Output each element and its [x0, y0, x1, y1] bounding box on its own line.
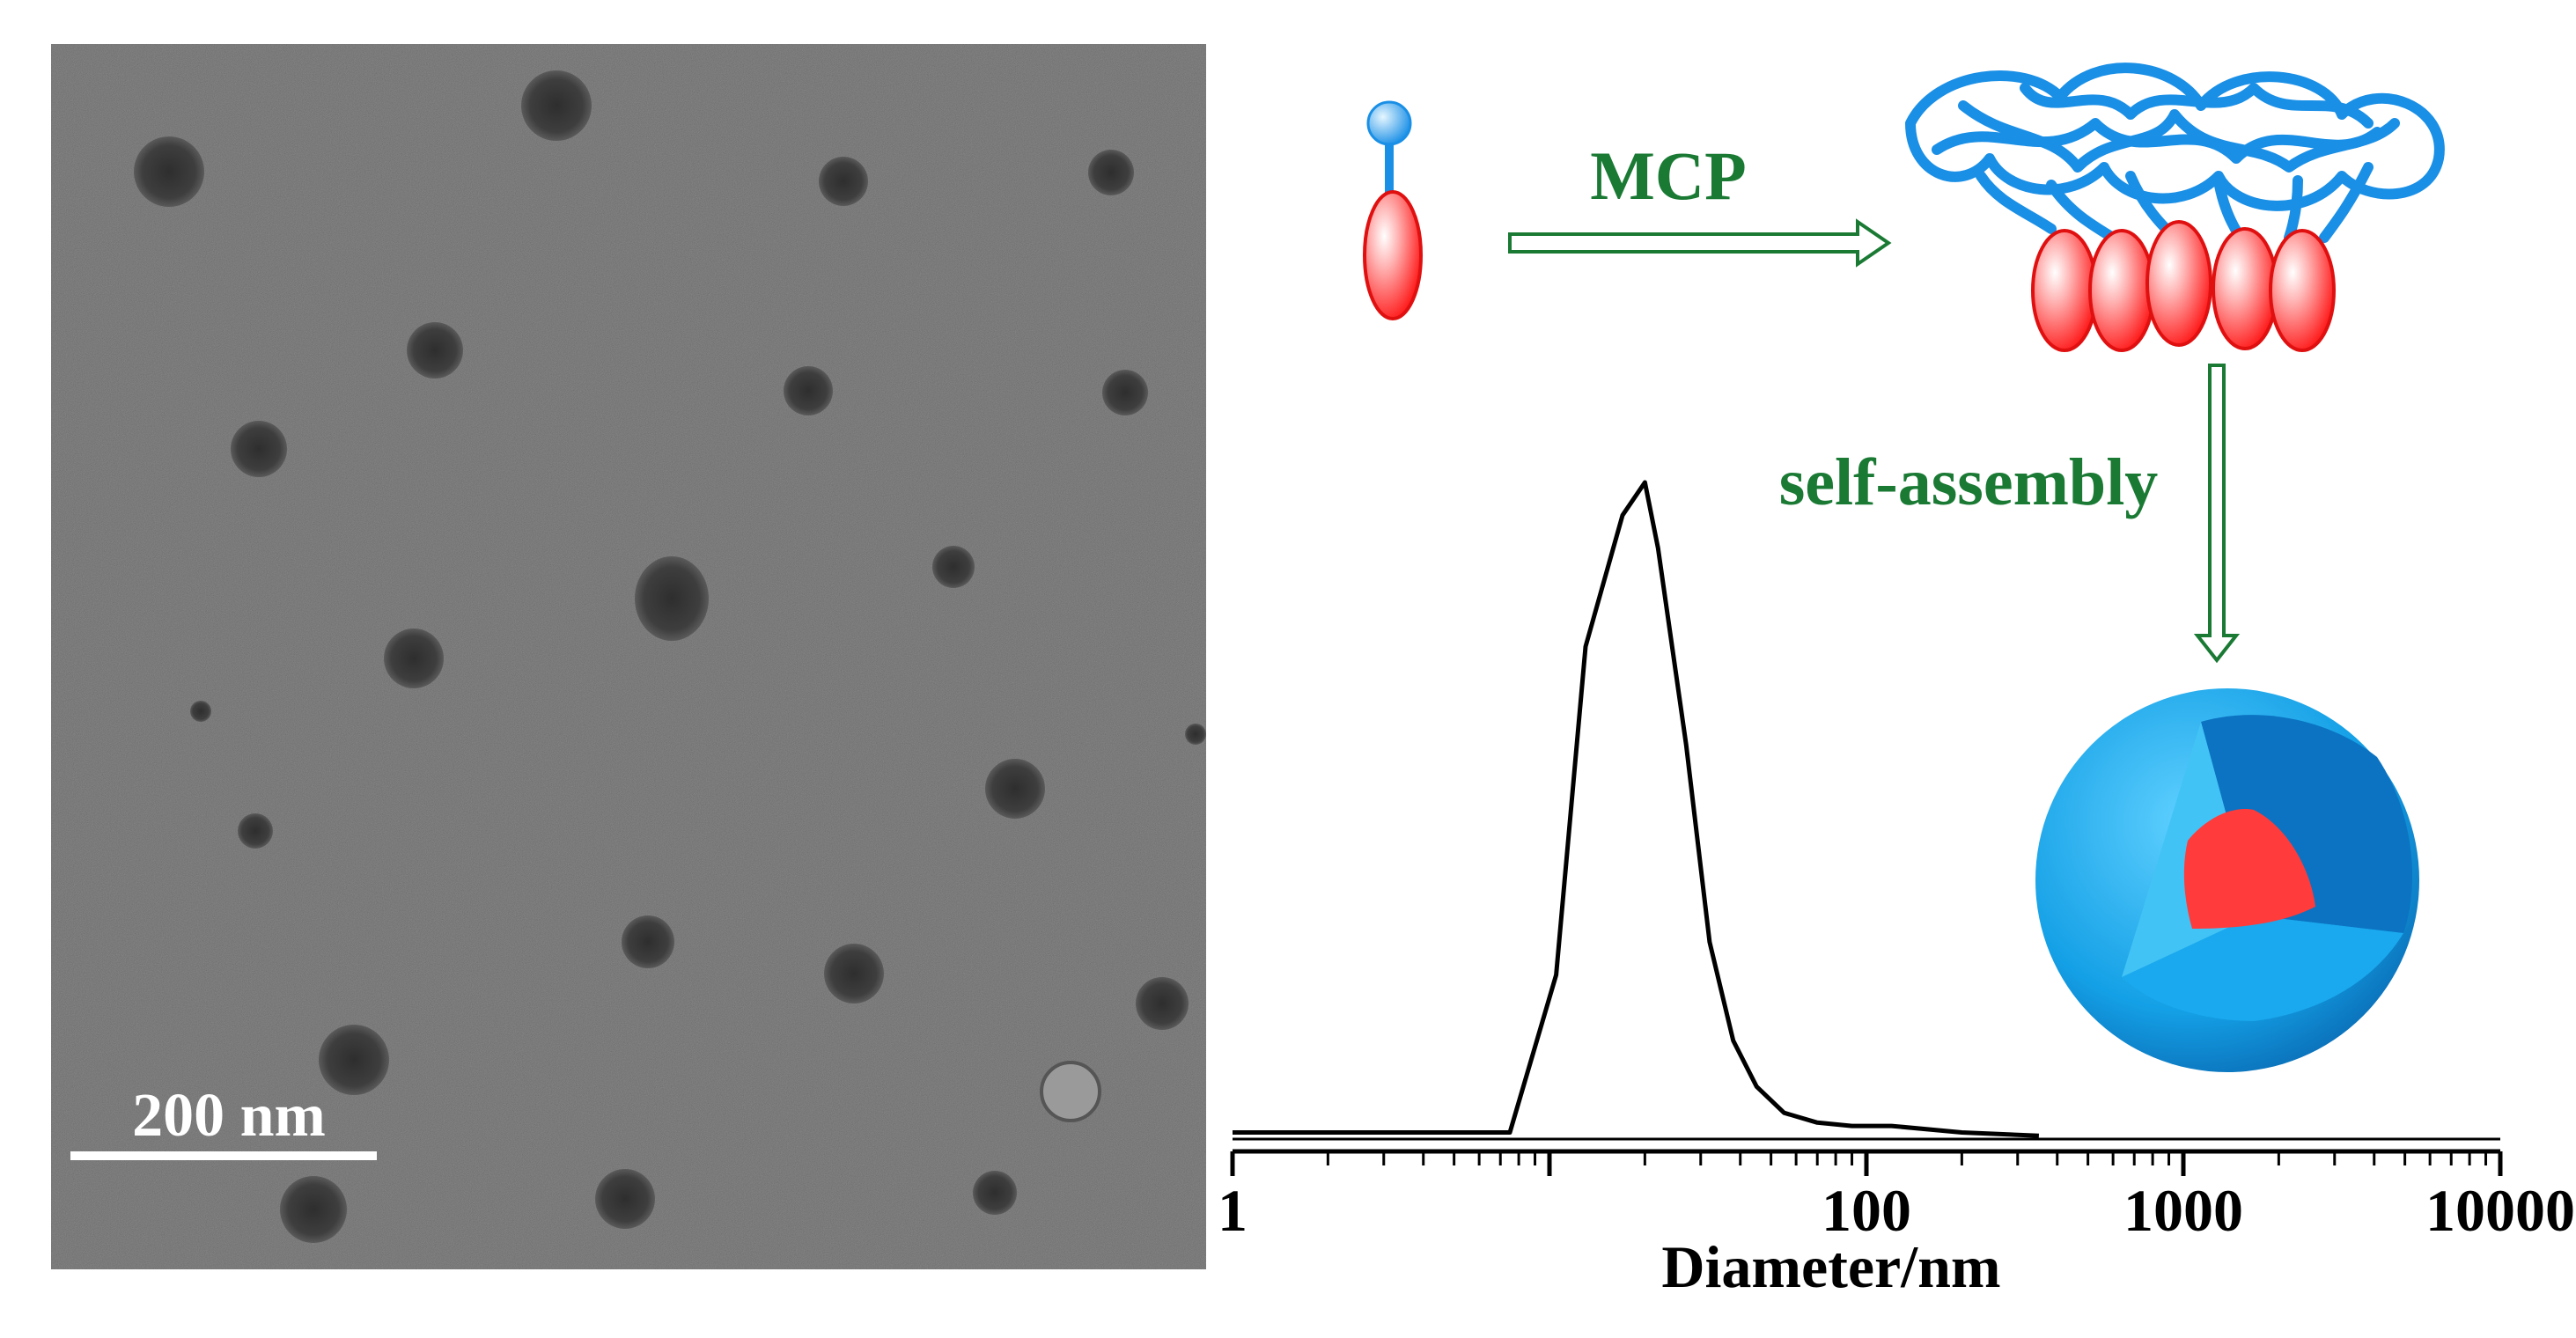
- tem-vesicle-outline: [1040, 1061, 1101, 1122]
- tem-particle: [407, 322, 463, 379]
- scale-bar: 200 nm: [70, 1082, 377, 1160]
- tem-image-panel: 200 nm: [51, 44, 1206, 1269]
- tem-particles: [134, 70, 1206, 1243]
- tem-particle: [1088, 150, 1134, 195]
- tem-particle: [280, 1176, 347, 1243]
- tem-particle: [238, 813, 273, 849]
- size-distribution-line: [1233, 480, 2040, 1138]
- monomer-head: [1366, 100, 1412, 146]
- tem-particle: [932, 546, 975, 588]
- tem-particle: [1102, 370, 1148, 415]
- x-tick-label: 100: [1822, 1177, 1911, 1244]
- tem-particle: [190, 701, 211, 722]
- micelle-cutaway-floor: [2122, 915, 2403, 1021]
- x-ticks: [1230, 1151, 2503, 1176]
- mcp-label: MCP: [1590, 137, 1747, 214]
- tem-particle: [973, 1171, 1017, 1215]
- tem-particle: [622, 915, 674, 968]
- tem-particle: [824, 944, 884, 1004]
- tem-particle: [985, 759, 1045, 819]
- tem-particle: [319, 1025, 389, 1095]
- monomer-tail: [1363, 190, 1423, 320]
- micelle-core: [2183, 809, 2315, 929]
- self-assembly-label: self-assembly: [1779, 445, 2159, 519]
- x-axis-label: Diameter/nm: [1661, 1233, 2000, 1300]
- brush-polymer-icon: [1905, 62, 2445, 352]
- tem-particle: [595, 1169, 655, 1229]
- tem-particle: [819, 157, 868, 206]
- tem-particle: [784, 366, 833, 415]
- tem-particle: [1136, 977, 1189, 1030]
- dls-chart: 1 100 1000 10000 Diameter/nm: [1218, 480, 2575, 1300]
- x-tick-label: 10000: [2425, 1177, 2575, 1244]
- scale-bar-label: 200 nm: [132, 1082, 326, 1150]
- x-tick-label: 1: [1218, 1177, 1248, 1244]
- tem-particle: [521, 70, 592, 141]
- tem-particle: [635, 556, 709, 641]
- x-tick-label: 1000: [2123, 1177, 2243, 1244]
- scale-bar-line: [70, 1151, 377, 1160]
- self-assembly-arrow: self-assembly: [1779, 364, 2241, 664]
- tem-particle: [384, 629, 444, 688]
- mcp-arrow: MCP: [1508, 137, 1892, 268]
- micelle-icon: [2035, 688, 2419, 1072]
- monomer-icon: [1363, 100, 1423, 320]
- x-tick-labels: 1 100 1000 10000: [1218, 1177, 2575, 1244]
- scheme: MCP: [1363, 62, 2445, 1072]
- tem-particle: [1185, 724, 1206, 745]
- tem-particle: [134, 136, 204, 207]
- tem-particle: [231, 421, 287, 477]
- tem-background: [51, 44, 1206, 1269]
